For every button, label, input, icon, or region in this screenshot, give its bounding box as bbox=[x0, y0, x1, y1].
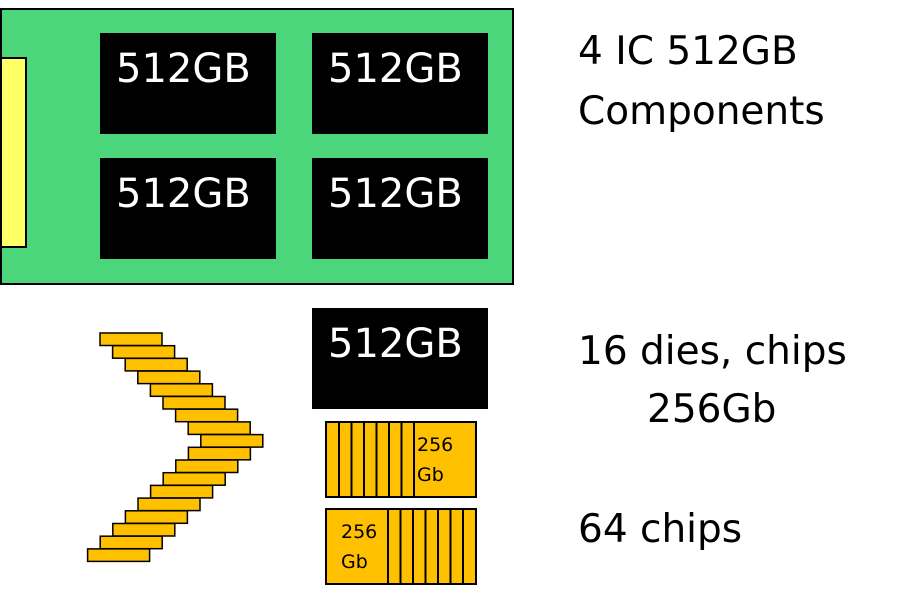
stacked-die bbox=[149, 484, 214, 499]
die-block-capacity: 256 bbox=[417, 434, 453, 456]
chips-label: 64 chips bbox=[578, 507, 742, 552]
stacked-die bbox=[124, 510, 189, 525]
stacked-die bbox=[124, 357, 188, 372]
die-stack bbox=[86, 332, 264, 563]
components-label-line2: Components bbox=[578, 89, 825, 134]
chip-label: 512GB bbox=[116, 171, 251, 217]
board-chip-1: 512GB bbox=[100, 33, 276, 134]
stacked-die bbox=[187, 421, 251, 436]
components-label-line1: 4 IC 512GB bbox=[578, 29, 798, 74]
dies-label-line1: 16 dies, chips bbox=[578, 329, 847, 374]
stacked-die bbox=[137, 370, 201, 385]
die-block-unit: Gb bbox=[341, 551, 368, 573]
stacked-die bbox=[137, 497, 201, 512]
board-connector bbox=[0, 57, 27, 248]
stacked-die bbox=[187, 446, 252, 461]
die-block-bottom: 256 Gb bbox=[325, 508, 477, 585]
board-chip-4: 512GB bbox=[312, 158, 488, 259]
single-chip: 512GB bbox=[312, 308, 488, 409]
stacked-die bbox=[162, 471, 226, 486]
stacked-die bbox=[174, 408, 239, 423]
stacked-die bbox=[86, 548, 151, 563]
board-chip-2: 512GB bbox=[312, 33, 488, 134]
dies-label-line2: 256Gb bbox=[647, 387, 776, 432]
stacked-die bbox=[175, 459, 239, 474]
die-block-top: 256 Gb bbox=[325, 421, 477, 498]
stacked-die bbox=[111, 344, 176, 359]
chip-label: 512GB bbox=[328, 46, 463, 92]
stacked-die bbox=[149, 383, 214, 398]
die-block-capacity: 256 bbox=[341, 521, 377, 543]
chip-label: 512GB bbox=[328, 171, 463, 217]
chip-label: 512GB bbox=[116, 46, 251, 92]
stacked-die bbox=[162, 395, 226, 410]
chip-label: 512GB bbox=[328, 321, 463, 367]
stacked-die bbox=[99, 332, 163, 347]
die-block-unit: Gb bbox=[417, 464, 444, 486]
stacked-die bbox=[112, 522, 176, 537]
stacked-die bbox=[200, 433, 264, 448]
stacked-die bbox=[99, 535, 163, 550]
board-chip-3: 512GB bbox=[100, 158, 276, 259]
